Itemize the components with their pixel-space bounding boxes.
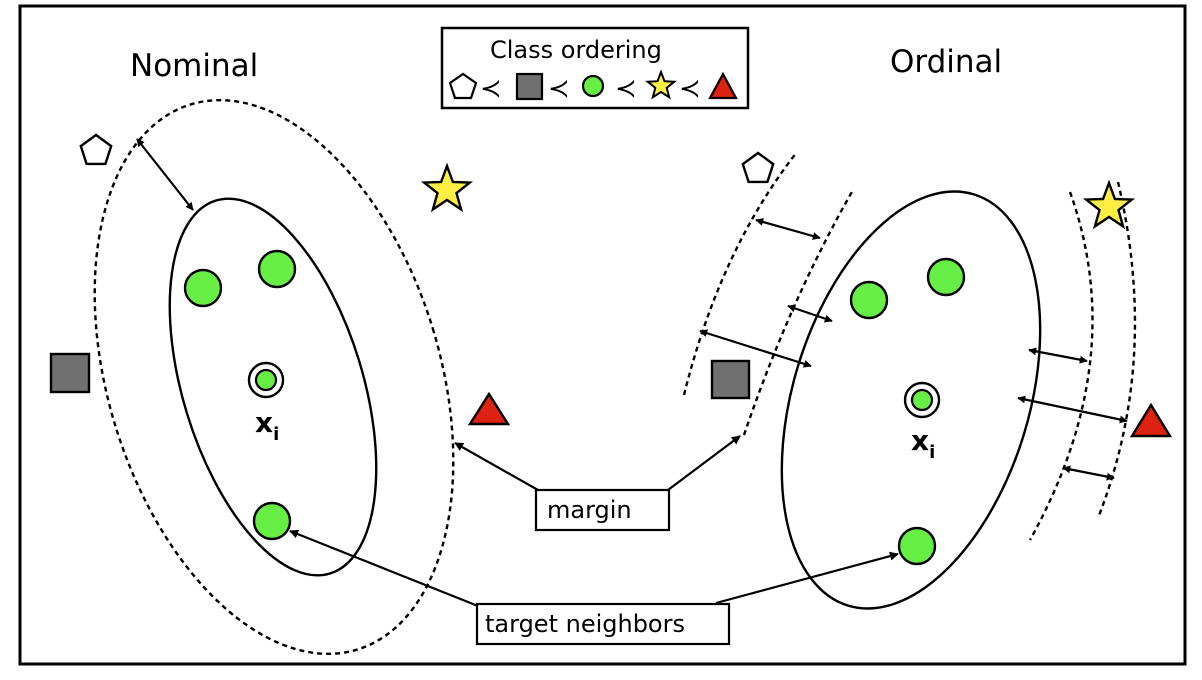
star-icon (1082, 179, 1136, 230)
margin-arrow (699, 329, 812, 368)
margin-arrow (136, 138, 194, 211)
margin-arrow (755, 218, 821, 240)
target-neighbors-pointer (289, 529, 479, 608)
circle-icon (897, 526, 937, 566)
class-ordering-legend: Class ordering ≺ ≺ ≺ ≺ (440, 26, 750, 110)
query-point-label: xi (911, 424, 935, 463)
square-icon (515, 72, 544, 101)
margin-boundary-3 (1028, 191, 1094, 541)
pentagon-icon (741, 151, 775, 184)
margin-boundary-4 (1096, 181, 1137, 519)
ordinal-title: Ordinal (890, 44, 1002, 80)
margin-boundary-1 (682, 151, 798, 396)
square-icon (710, 359, 751, 400)
margin-pointer (454, 442, 539, 491)
query-point-label: xi (255, 406, 279, 445)
neighborhood-ellipse-nominal (168, 197, 378, 577)
circle-icon (581, 74, 605, 98)
precedes-symbol: ≺ (480, 74, 502, 104)
nominal-title: Nominal (130, 48, 258, 84)
triangle-icon (708, 71, 738, 100)
circle-icon (257, 249, 297, 289)
query-point (254, 368, 278, 392)
target-neighbors-label-box: target neighbors (475, 602, 731, 646)
margin-label: margin (547, 496, 632, 524)
margin-arrow (1017, 395, 1128, 424)
star-icon (420, 162, 474, 213)
precedes-symbol: ≺ (615, 74, 637, 104)
precedes-symbol: ≺ (679, 74, 701, 104)
legend-title: Class ordering (490, 36, 662, 64)
margin-arrow (787, 304, 833, 323)
precedes-symbol: ≺ (548, 74, 570, 104)
pentagon-icon (79, 133, 113, 166)
circle-icon (849, 280, 889, 320)
star-icon (645, 69, 677, 100)
target-neighbors-label: target neighbors (485, 610, 685, 638)
query-point (910, 388, 934, 412)
triangle-icon (1129, 402, 1173, 438)
margin-boundary-2 (742, 189, 855, 436)
margin-arrow (1062, 465, 1115, 481)
margin-ellipse-nominal (93, 98, 455, 656)
pentagon-icon (448, 72, 478, 100)
margin-arrow (1028, 347, 1088, 364)
outer-frame (18, 4, 1187, 666)
margin-label-box: margin (534, 488, 671, 532)
circle-icon (252, 501, 292, 541)
circle-icon (926, 257, 966, 297)
triangle-icon (467, 391, 511, 426)
margin-pointer (667, 435, 741, 491)
circle-icon (183, 268, 223, 308)
square-icon (49, 352, 91, 394)
target-neighbors-pointer (715, 551, 899, 605)
